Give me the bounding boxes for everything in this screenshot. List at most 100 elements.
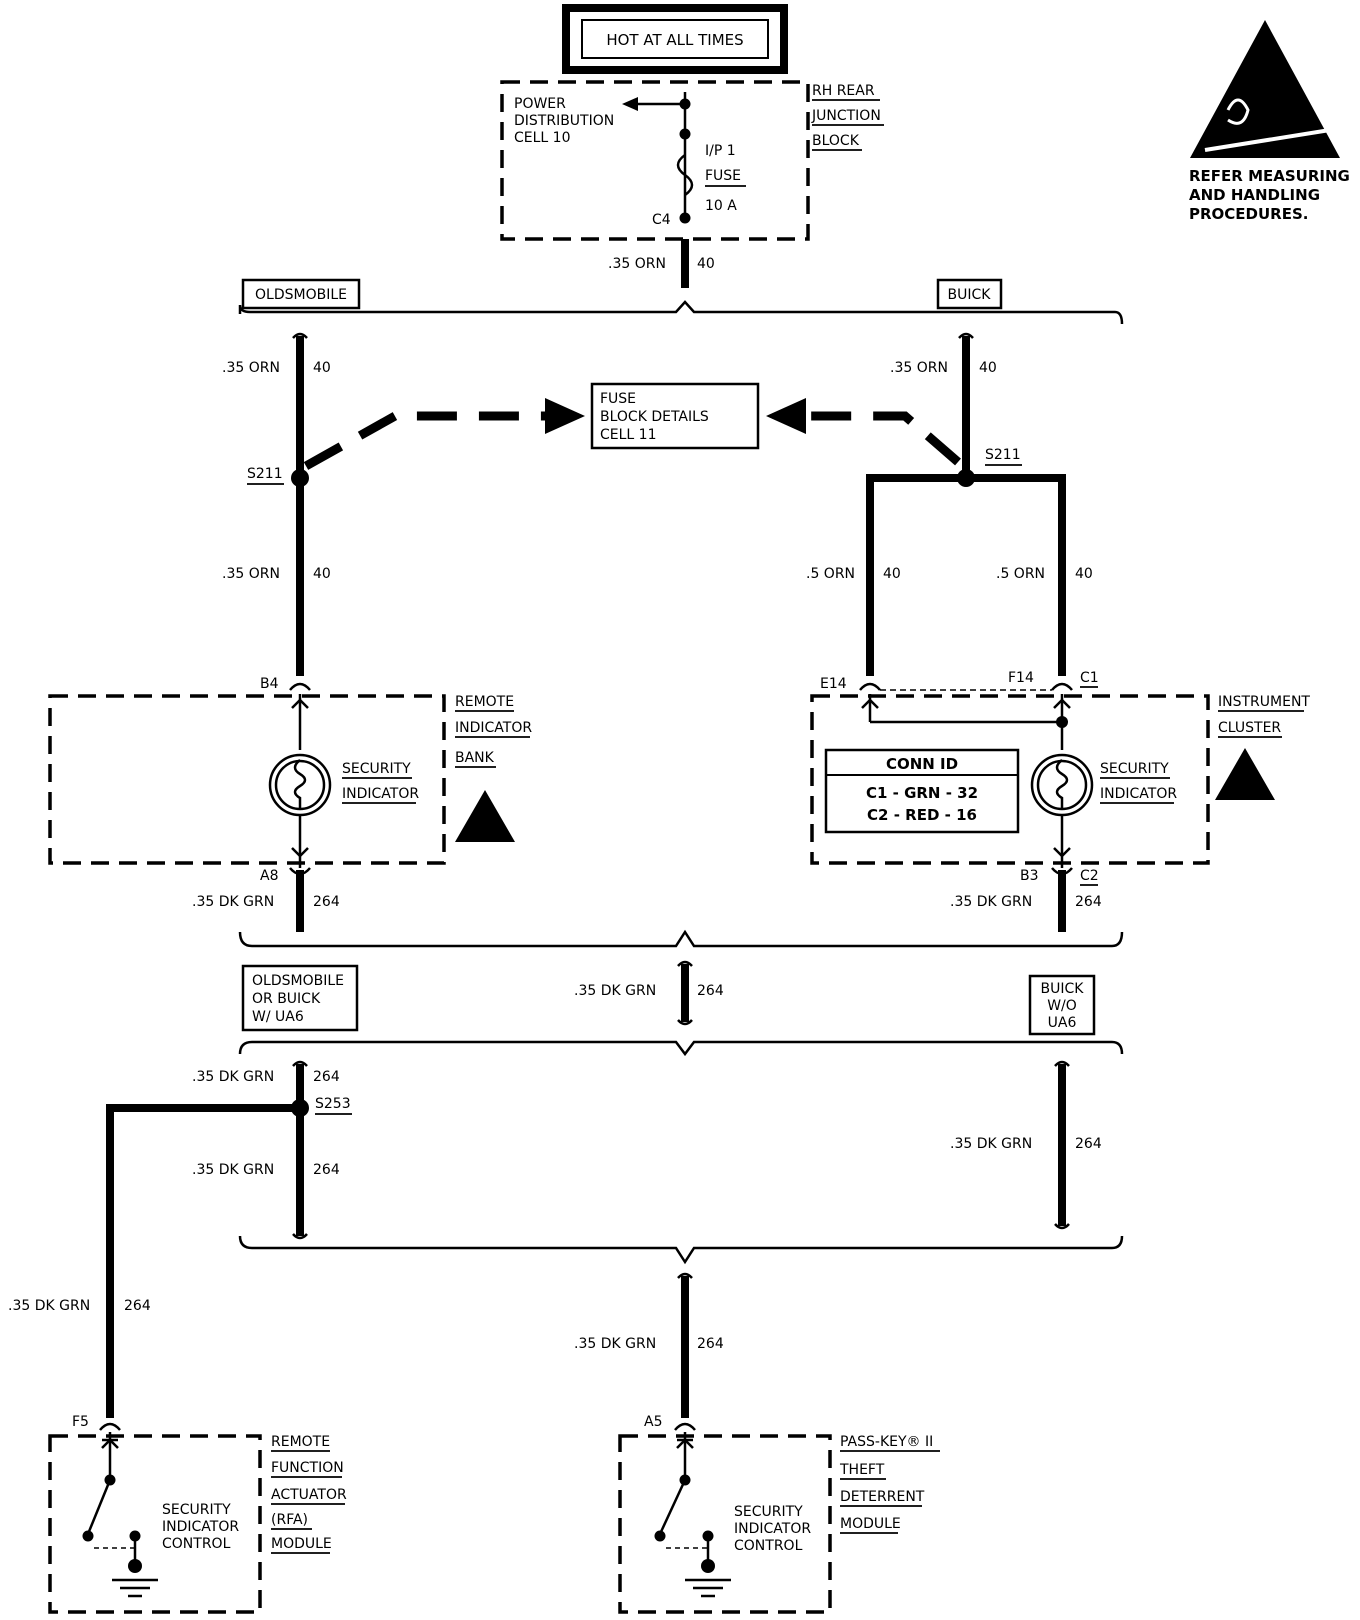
wire-center-gauge: .35 DK GRN [574, 983, 656, 999]
instrument-cluster: E14 F14 C1 B3 C2 SECURITY INDICATOR INST… [810, 670, 1310, 886]
esd-warning-icon [1190, 20, 1340, 158]
svg-text:FUSE: FUSE [600, 391, 636, 407]
svg-text:UA6: UA6 [1048, 1015, 1077, 1031]
branch-oldsmobile-or-buick-ua6: OLDSMOBILE OR BUICK W/ UA6 [241, 964, 359, 1032]
wire-right-buick-circuit: 264 [1075, 1136, 1102, 1152]
warning-line-1: REFER MEASURING [1189, 167, 1350, 185]
svg-text:BUICK: BUICK [1041, 981, 1085, 997]
wire-left-upper-gauge: .35 ORN [222, 360, 280, 376]
conn-id-table: CONN ID C1 - GRN - 32 C2 - RED - 16 [824, 748, 1020, 834]
pin-f14: F14 [1008, 670, 1034, 686]
wire-top-circuit: 40 [697, 256, 715, 272]
wire-left-mid-circuit: 40 [313, 566, 331, 582]
arrow-left-icon [622, 97, 638, 111]
svg-text:S253: S253 [315, 1096, 351, 1112]
svg-text:CLUSTER: CLUSTER [1218, 720, 1281, 736]
svg-text:BANK: BANK [455, 750, 495, 766]
arrow-left-icon [766, 398, 806, 434]
pin-f5: F5 [72, 1414, 89, 1430]
wire-right-upper-circuit: 40 [979, 360, 997, 376]
svg-text:INDICATOR: INDICATOR [162, 1519, 239, 1535]
svg-text:CONTROL: CONTROL [162, 1536, 231, 1552]
wire-left-s253-bottom-circuit: 264 [313, 1162, 340, 1178]
ground-icon [685, 1578, 731, 1598]
switch-icon [86, 1479, 112, 1535]
wire-left-s253-top-gauge: .35 DK GRN [192, 1069, 274, 1085]
wire-left-s253-bottom-gauge: .35 DK GRN [192, 1162, 274, 1178]
passkey-module: A5 SECURITY INDICATOR CONTROL PASS-KEY® … [618, 1414, 940, 1614]
svg-text:MODULE: MODULE [840, 1516, 901, 1532]
wire-rfa-circuit: 264 [124, 1298, 151, 1314]
pin-c1: C1 [1080, 670, 1099, 686]
svg-text:SECURITY: SECURITY [734, 1504, 803, 1520]
svg-text:ACTUATOR: ACTUATOR [271, 1487, 347, 1503]
svg-text:W/ UA6: W/ UA6 [252, 1009, 304, 1025]
svg-text:INSTRUMENT: INSTRUMENT [1218, 694, 1310, 710]
branch-oldsmobile: OLDSMOBILE [241, 278, 361, 310]
wire-right-c1-circuit: 40 [1075, 566, 1093, 582]
pin-a8: A8 [260, 868, 278, 884]
wire-left-a8-circuit: 264 [313, 894, 340, 910]
fuse-name: I/P 1 [705, 143, 736, 159]
esd-warning: REFER MEASURING AND HANDLING PROCEDURES. [1189, 20, 1350, 223]
svg-text:MODULE: MODULE [271, 1536, 332, 1552]
banner-text: HOT AT ALL TIMES [606, 31, 743, 49]
wire-left-mid-gauge: .35 ORN [222, 566, 280, 582]
remote-indicator-bank: B4 A8 SECURITY INDICATOR REMOTE INDICATO… [48, 676, 532, 884]
wire-right-e14-gauge: .5 ORN [806, 566, 855, 582]
wire-passkey-gauge: .35 DK GRN [574, 1336, 656, 1352]
svg-text:INDICATOR: INDICATOR [455, 720, 532, 736]
svg-text:SECURITY: SECURITY [1100, 761, 1169, 777]
warning-line-2: AND HANDLING [1189, 186, 1320, 204]
power-dist-line-2: DISTRIBUTION [514, 113, 614, 129]
svg-text:DETERRENT: DETERRENT [840, 1489, 925, 1505]
fuse-label: FUSE [705, 168, 741, 184]
svg-text:SECURITY: SECURITY [162, 1502, 231, 1518]
svg-text:INDICATOR: INDICATOR [734, 1521, 811, 1537]
fuse-rating: 10 A [705, 198, 737, 214]
svg-text:BUICK: BUICK [948, 287, 992, 303]
svg-text:PASS-KEY® II: PASS-KEY® II [840, 1434, 933, 1450]
esd-warning-icon [455, 790, 515, 842]
wire-right-b3-gauge: .35 DK GRN [950, 894, 1032, 910]
svg-text:FUNCTION: FUNCTION [271, 1460, 344, 1476]
esd-warning-icon [1215, 748, 1275, 800]
fuse-block-details: FUSE BLOCK DETAILS CELL 11 [590, 382, 760, 450]
wire-right-c1-gauge: .5 ORN [996, 566, 1045, 582]
wire-left-s253-top-circuit: 264 [313, 1069, 340, 1085]
fuse-symbol-icon [676, 153, 694, 197]
rh-rear-junction-block: POWER DISTRIBUTION CELL 10 I/P 1 FUSE 10… [500, 80, 884, 241]
svg-text:THEFT: THEFT [839, 1462, 885, 1478]
pin-b3: B3 [1020, 868, 1039, 884]
wire-right-b3-circuit: 264 [1075, 894, 1102, 910]
pin-e14: E14 [820, 676, 847, 692]
connector-c4: C4 [652, 212, 671, 228]
svg-text:OR BUICK: OR BUICK [252, 991, 321, 1007]
svg-text:CELL 11: CELL 11 [600, 427, 657, 443]
branch-buick: BUICK [936, 278, 1003, 310]
wire-right-buick-gauge: .35 DK GRN [950, 1136, 1032, 1152]
power-dist-line-3: CELL 10 [514, 130, 571, 146]
power-dist-line-1: POWER [514, 96, 566, 112]
svg-text:INDICATOR: INDICATOR [342, 786, 419, 802]
wire-right-e14-circuit: 40 [883, 566, 901, 582]
security-indicator-lamp-icon [268, 753, 332, 817]
wire-left-upper-circuit: 40 [313, 360, 331, 376]
svg-text:W/O: W/O [1047, 998, 1077, 1014]
svg-text:S211: S211 [985, 447, 1021, 463]
pin-c2: C2 [1080, 868, 1099, 884]
rh-block-name-2: JUNCTION [811, 108, 881, 124]
security-indicator-lamp-icon [1030, 753, 1094, 817]
pin-a5: A5 [644, 1414, 662, 1430]
rfa-module: F5 SECURITY INDICATOR CONTROL REMOTE FUN… [48, 1414, 347, 1614]
arrow-right-icon [545, 398, 585, 434]
svg-text:C1 - GRN - 32: C1 - GRN - 32 [866, 784, 978, 802]
rh-block-name-1: RH REAR [812, 83, 875, 99]
svg-text:REMOTE: REMOTE [271, 1434, 330, 1450]
wire-passkey-circuit: 264 [697, 1336, 724, 1352]
wire-center-circuit: 264 [697, 983, 724, 999]
svg-text:S211: S211 [247, 466, 283, 482]
svg-text:SECURITY: SECURITY [342, 761, 411, 777]
svg-text:CONN ID: CONN ID [886, 755, 958, 773]
